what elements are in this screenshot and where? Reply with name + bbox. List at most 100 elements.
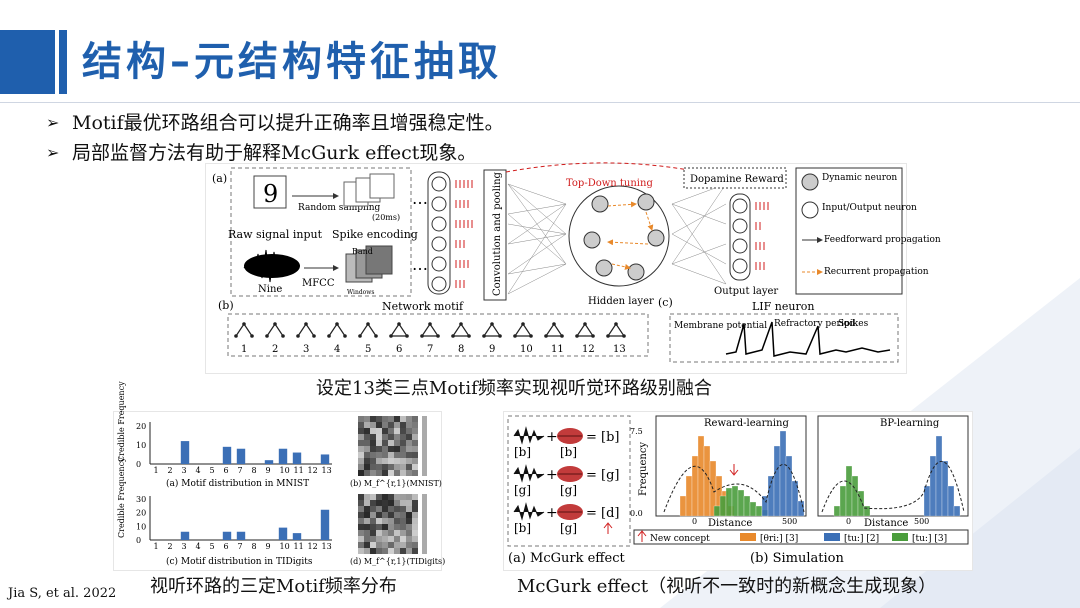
colorbar-top <box>422 416 427 476</box>
panel-a-label: (a) <box>212 172 227 185</box>
x-tick-label: 1 <box>154 542 159 551</box>
audio-label: [g] <box>514 483 531 497</box>
input-neurons <box>431 176 447 292</box>
x-tick-500: 500 <box>782 517 797 526</box>
motif-9 <box>482 322 502 338</box>
bar-13 <box>320 509 330 540</box>
y-tick-label: 10 <box>136 522 146 531</box>
dopamine-label: Dopamine Reward <box>690 174 784 185</box>
bar-6 <box>222 531 232 540</box>
bar-11 <box>292 452 302 464</box>
spike-encoding-label: Spike encoding <box>332 228 418 241</box>
slide-title: 结构–元结构特征抽取 <box>82 39 502 85</box>
x-tick-label: 4 <box>196 542 201 551</box>
density-curve <box>821 460 965 513</box>
spikes-label: Spikes <box>838 319 869 329</box>
panel-c-label: (c) <box>658 296 673 309</box>
bar-10 <box>278 448 288 464</box>
network-figure: (a) 9 Random sampling (20ms) Raw signal … <box>205 162 941 374</box>
ms-label: (20ms) <box>372 213 400 222</box>
conv-block <box>483 169 507 301</box>
bp-label: BP-learning <box>880 418 940 429</box>
bullet-item: ➢ 局部监督方法有助于解释McGurk effect现象。 <box>46 138 504 168</box>
bullet-text: Motif最优环路组合可以提升正确率且增强稳定性。 <box>72 112 504 134</box>
motif-13 <box>606 322 626 338</box>
digit-image <box>253 175 287 209</box>
motif-number: 7 <box>427 344 433 355</box>
visual-label: [g] <box>560 483 577 497</box>
x-tick-label: 13 <box>322 542 332 551</box>
y-tick-label: 20 <box>136 422 146 431</box>
new-concept-icon <box>637 530 647 542</box>
legend-new-label: New concept <box>650 534 710 544</box>
conv-label: Convolution and pooling <box>492 171 503 296</box>
hidden-layer <box>568 185 670 287</box>
network-motif-label: Network motif <box>382 300 464 313</box>
x-tick-label: 12 <box>308 542 318 551</box>
membrane-trace <box>725 321 891 357</box>
y-tick-label: 30 <box>136 495 146 504</box>
bar-6 <box>222 446 232 464</box>
visual-label: [b] <box>560 445 577 459</box>
y-axis-label-bottom: Credible Frequency <box>117 457 126 538</box>
motif-number: 11 <box>551 344 564 355</box>
motif-6 <box>389 322 409 338</box>
random-sampling-label: Random sampling <box>298 203 381 213</box>
citation: Jia S, et al. 2022 <box>8 586 117 601</box>
x-tick-label: 10 <box>280 466 290 475</box>
panel-b-label: (b) <box>218 299 234 312</box>
bullet-item: ➢ Motif最优环路组合可以提升正确率且增强稳定性。 <box>46 108 504 138</box>
title-divider <box>0 102 1080 103</box>
caption-d: (d) M_f^{r,1}(TIDigits) <box>350 557 445 566</box>
tick-75: 7.5 <box>630 427 643 436</box>
refractory-label: Refractory period <box>774 319 855 329</box>
plus-sign: + <box>546 505 558 521</box>
bullet-list: ➢ Motif最优环路组合可以提升正确率且增强稳定性。 ➢ 局部监督方法有助于解… <box>46 108 504 168</box>
bar-9 <box>264 460 274 464</box>
motif-distribution-charts: Credible Frequency Credible Frequency 01… <box>117 381 445 567</box>
io-neuron-icon <box>801 201 819 219</box>
arrow-bullet-icon: ➢ <box>46 143 60 162</box>
input-layer <box>427 171 451 295</box>
x-tick-label: 6 <box>224 466 229 475</box>
left-figure-caption: 视听环路的三定Motif频率分布 <box>150 576 397 597</box>
plus-sign: + <box>546 467 558 483</box>
motif-4 <box>327 322 347 338</box>
recurrent-arrows <box>607 201 654 270</box>
legend-green-swatch <box>892 533 908 541</box>
x-tick-500b: 500 <box>914 517 929 526</box>
visual-label: [g] <box>560 521 577 535</box>
histogram-bars <box>663 430 965 517</box>
legend-blue-swatch <box>824 533 840 541</box>
ellipsis: … <box>412 255 428 274</box>
hidden-layer-label: Hidden layer <box>588 296 654 307</box>
x-tick-label: 8 <box>252 466 257 475</box>
tick-00: 0.0 <box>630 509 643 518</box>
x-tick-label: 3 <box>182 542 187 551</box>
output-layer-label: Output layer <box>714 286 778 297</box>
motif-5 <box>358 322 378 338</box>
x-tick-label: 11 <box>294 466 304 475</box>
mcgurk-row: += [b][b][b] <box>513 426 620 459</box>
y-axis-label-top: Credible Frequency <box>117 381 126 462</box>
audio-label: [b] <box>514 521 531 535</box>
dynamic-neurons <box>583 193 665 281</box>
mfcc-label: MFCC <box>302 278 335 289</box>
motif-number: 5 <box>365 344 371 355</box>
motif-number: 12 <box>582 344 595 355</box>
spike-trains <box>455 180 473 288</box>
motif-number: 2 <box>272 344 278 355</box>
digit-glyph: 9 <box>263 180 278 208</box>
title-accent-stripe <box>59 30 67 94</box>
motif-number: 4 <box>334 344 340 355</box>
motif-region <box>227 313 649 357</box>
legend-io-label: Input/Output neuron <box>822 203 917 213</box>
frequency-label: Frequency <box>638 442 649 496</box>
audio-label: [b] <box>514 445 531 459</box>
plus-sign: + <box>546 429 558 445</box>
mcgurk-figure: += [b][b][b]+= [g][g][g]+= [d][b][g] (a)… <box>503 411 973 571</box>
colorbar-bottom <box>422 494 427 554</box>
